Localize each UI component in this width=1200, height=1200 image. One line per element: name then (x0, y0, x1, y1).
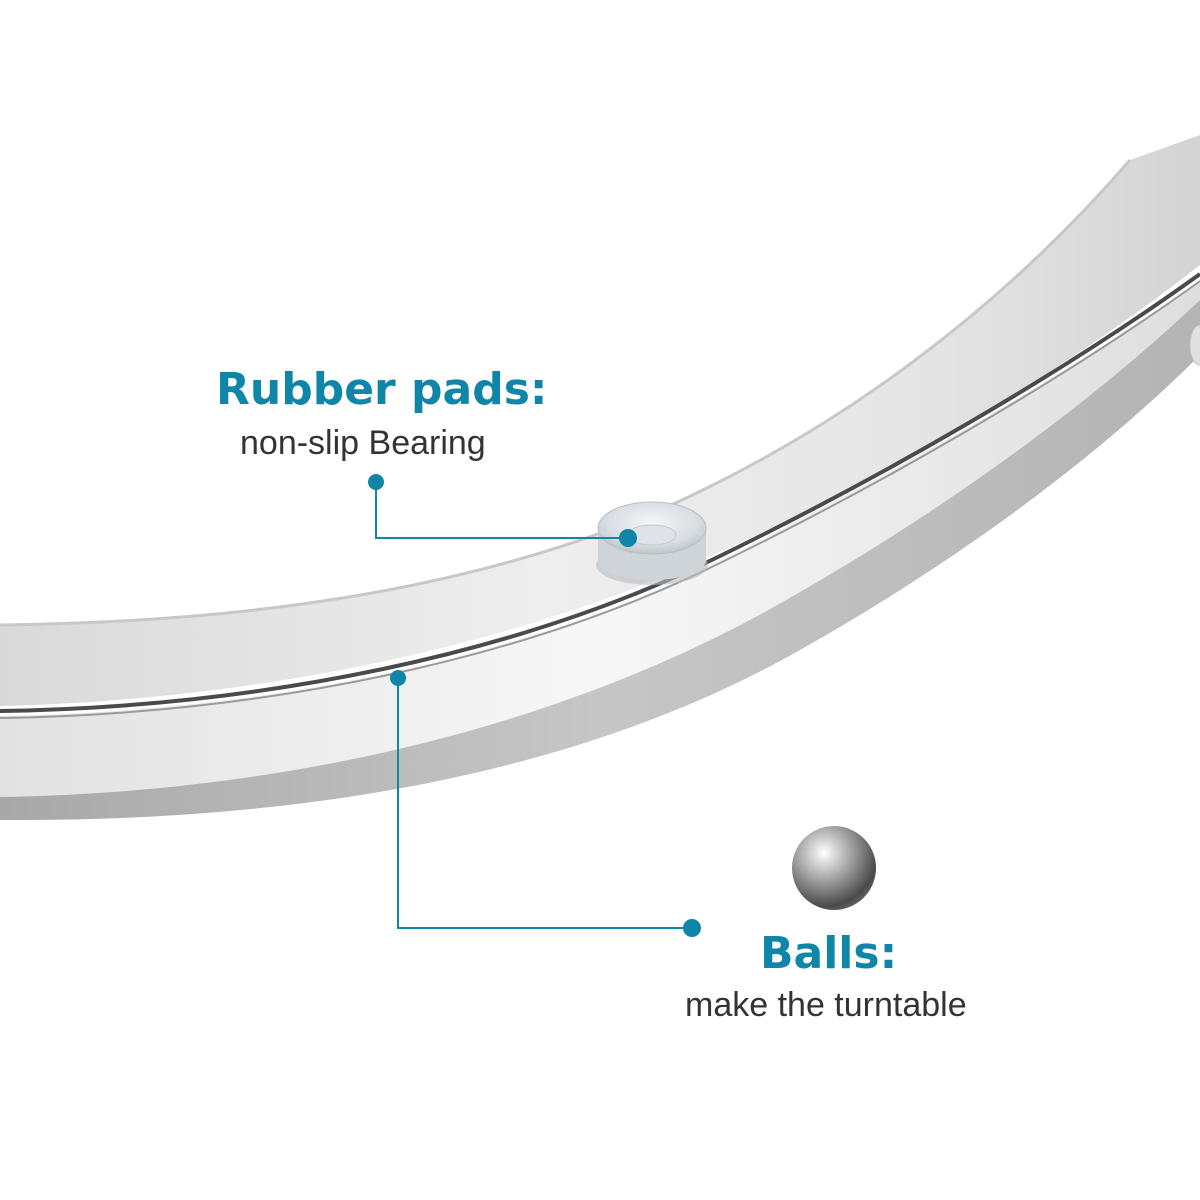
partial-pad-highlight (1189, 324, 1200, 366)
rubber-pad-image (596, 501, 708, 585)
ring-lower-face (0, 282, 1200, 797)
balls-leader (390, 670, 701, 937)
rubber-pads-title: Rubber pads: (216, 364, 548, 415)
rubber-pads-subtitle: non-slip Bearing (240, 424, 486, 462)
steel-ball-image (792, 826, 876, 910)
ring-upper-face (0, 135, 1200, 706)
ring-outer-side (0, 290, 1200, 821)
balls-title: Balls: (760, 928, 898, 979)
balls-subtitle: make the turntable (685, 986, 967, 1024)
rubber-pads-leader (368, 474, 637, 547)
